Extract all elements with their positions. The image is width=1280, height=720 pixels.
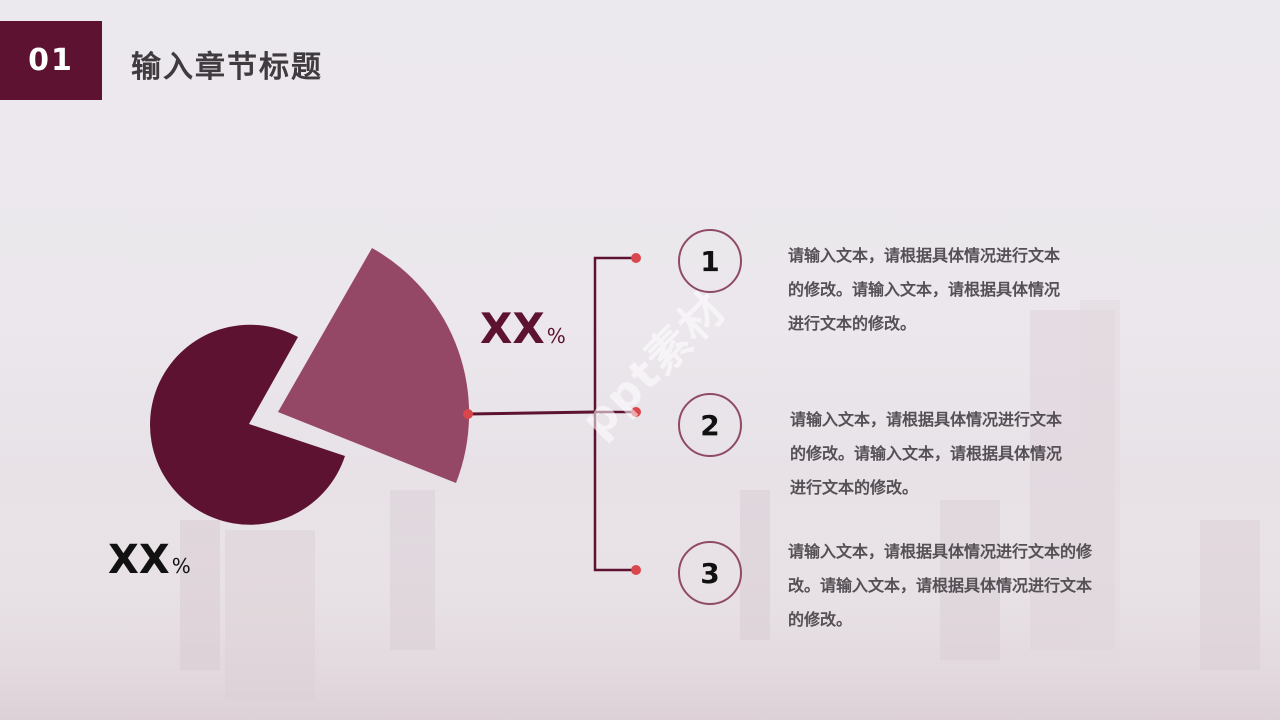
- connector-dot-2: [631, 407, 641, 417]
- connector-dot-3: [631, 565, 641, 575]
- slice-percent-large-value: XX: [480, 304, 545, 353]
- slice-percent-small: XX%: [108, 537, 191, 583]
- item-text-1-line: 进行文本的修改。: [788, 314, 917, 333]
- slice-percent-large-unit: %: [546, 324, 566, 348]
- item-text-1-line: 的修改。请输入文本，请根据具体情况: [788, 280, 1061, 299]
- item-text-3: 请输入文本，请根据具体情况进行文本的修 改。请输入文本，请根据具体情况进行文本 …: [788, 535, 1168, 637]
- item-text-1-line: 请输入文本，请根据具体情况进行文本: [788, 246, 1061, 265]
- item-text-3-line: 请输入文本，请根据具体情况进行文本的修: [788, 542, 1093, 561]
- connector-dot-slice: [463, 409, 473, 419]
- slice-percent-large: XX%: [480, 304, 566, 353]
- connector-dot-1: [631, 253, 641, 263]
- item-text-3-line: 改。请输入文本，请根据具体情况进行文本: [788, 576, 1093, 595]
- section-number-badge: 01: [0, 21, 102, 100]
- slice-percent-small-value: XX: [108, 537, 170, 583]
- pie-slice-dark: [150, 324, 345, 525]
- item-text-2-line: 进行文本的修改。: [790, 478, 919, 497]
- item-text-3-line: 的修改。: [788, 610, 853, 629]
- item-text-1: 请输入文本，请根据具体情况进行文本 的修改。请输入文本，请根据具体情况 进行文本…: [788, 239, 1148, 341]
- slice-connector-line: [467, 410, 596, 416]
- item-text-2-line: 请输入文本，请根据具体情况进行文本: [790, 410, 1063, 429]
- page-title: 输入章节标题: [131, 50, 323, 85]
- bracket-line: [593, 256, 636, 572]
- section-number: 01: [28, 43, 74, 78]
- item-number-3: 3: [678, 541, 742, 605]
- item-number-1: 1: [678, 229, 742, 293]
- item-text-2-line: 的修改。请输入文本，请根据具体情况: [790, 444, 1063, 463]
- pie-slice-light: [278, 248, 470, 483]
- item-number-2: 2: [678, 393, 742, 457]
- item-text-2: 请输入文本，请根据具体情况进行文本 的修改。请输入文本，请根据具体情况 进行文本…: [790, 403, 1150, 505]
- slice-percent-small-unit: %: [171, 554, 191, 578]
